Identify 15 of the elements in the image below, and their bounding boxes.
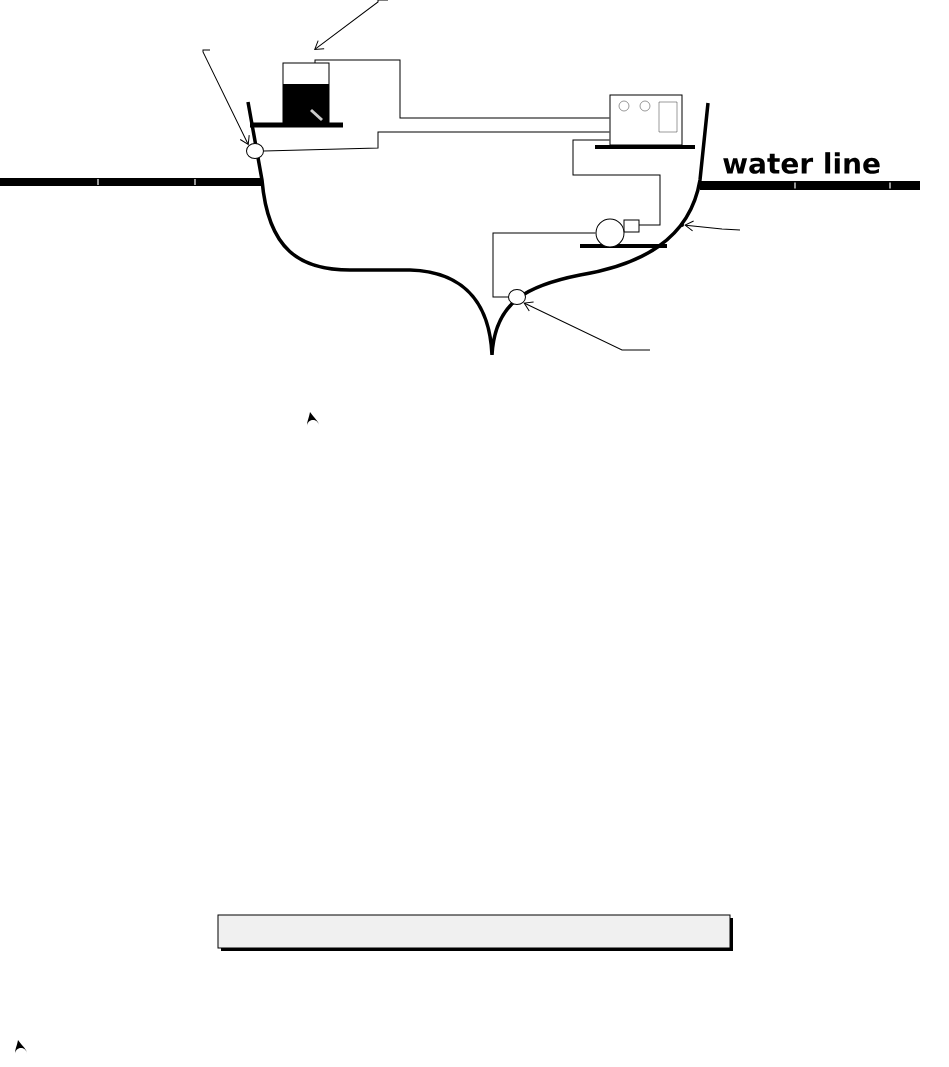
pump-drawing [595, 218, 640, 248]
control-unit-drawing [609, 94, 683, 146]
tank-drawing [282, 62, 330, 124]
leader-line [523, 301, 651, 351]
pipe [572, 139, 661, 226]
pipe [314, 59, 610, 119]
water-line-label: water line [723, 152, 880, 174]
valve [508, 289, 526, 305]
pipe [263, 131, 610, 152]
leader-line [684, 220, 741, 232]
valve [246, 143, 264, 159]
leader-line [202, 49, 250, 145]
hull-side [680, 223, 684, 227]
pipe [492, 232, 596, 298]
leader-line [314, 0, 389, 50]
